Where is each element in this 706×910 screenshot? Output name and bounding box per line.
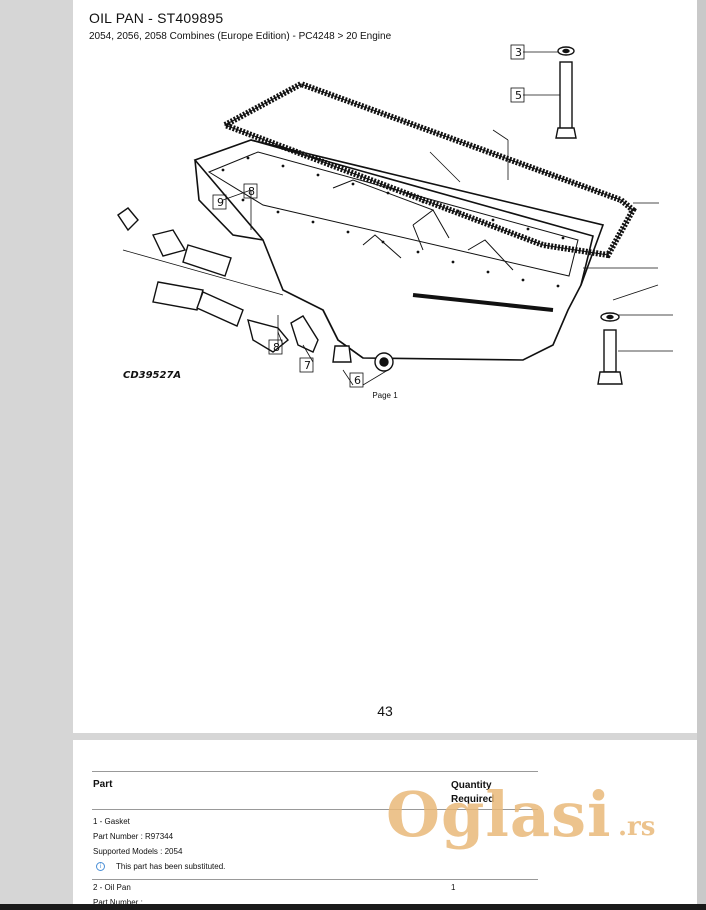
row-part-number[interactable]: Part Number : R97344 bbox=[93, 832, 174, 841]
row-rule bbox=[92, 879, 538, 880]
row-quantity: 1 bbox=[451, 883, 456, 892]
callout-8-lower: 8 bbox=[273, 341, 280, 354]
callout-boxes bbox=[212, 44, 525, 388]
header-rule bbox=[92, 809, 538, 810]
watermark-logo: Oglasi .rs bbox=[386, 770, 676, 880]
viewer-edge bbox=[697, 0, 706, 910]
callout-6: 6 bbox=[354, 374, 361, 387]
page-label: Page 1 bbox=[372, 391, 398, 400]
page-title: OIL PAN - ST409895 bbox=[89, 10, 224, 26]
figure-code: CD39527A bbox=[123, 370, 181, 381]
watermark-suffix: .rs bbox=[618, 812, 656, 842]
header-part: Part bbox=[93, 779, 113, 790]
page-subtitle: 2054, 2056, 2058 Combines (Europe Editio… bbox=[89, 31, 392, 42]
bottom-bar bbox=[0, 904, 706, 910]
watermark-main: Oglasi bbox=[386, 778, 612, 851]
callout-8-upper: 8 bbox=[248, 185, 255, 198]
gasket-outline bbox=[217, 80, 637, 259]
catalog-page-2: Part Quantity Required 1 - Gasket Part N… bbox=[73, 740, 697, 910]
row-part-name: 2 - Oil Pan bbox=[93, 883, 131, 892]
bolt-lower bbox=[597, 312, 623, 385]
table-top-rule bbox=[92, 771, 538, 772]
row-supported-models: Supported Models : 2054 bbox=[93, 847, 183, 856]
row-part-number[interactable]: Part Number : bbox=[93, 898, 143, 907]
dipstick-fittings bbox=[117, 207, 319, 353]
bolt-upper bbox=[555, 46, 577, 139]
callout-labels: 1 2 3 3 4 5 6 7 8 8 9 CD39527A bbox=[123, 46, 522, 387]
row-part-name: 1 - Gasket bbox=[93, 817, 130, 826]
callout-3-upper: 3 bbox=[515, 46, 522, 59]
callout-9: 9 bbox=[217, 196, 224, 209]
page-number: 43 bbox=[377, 703, 393, 719]
info-icon: i bbox=[96, 862, 105, 871]
drain-plugs bbox=[332, 345, 394, 372]
callout-7: 7 bbox=[304, 359, 311, 372]
row-substitution-note: This part has been substituted. bbox=[116, 862, 226, 871]
callout-5: 5 bbox=[515, 89, 522, 102]
oil-pan-exploded-diagram: 1 2 3 3 4 5 6 7 8 8 9 CD39527A bbox=[117, 44, 673, 388]
catalog-page-1: OIL PAN - ST409895 2054, 2056, 2058 Comb… bbox=[73, 0, 697, 733]
header-quantity: Quantity Required bbox=[451, 780, 495, 805]
oil-pan-body bbox=[193, 139, 605, 361]
